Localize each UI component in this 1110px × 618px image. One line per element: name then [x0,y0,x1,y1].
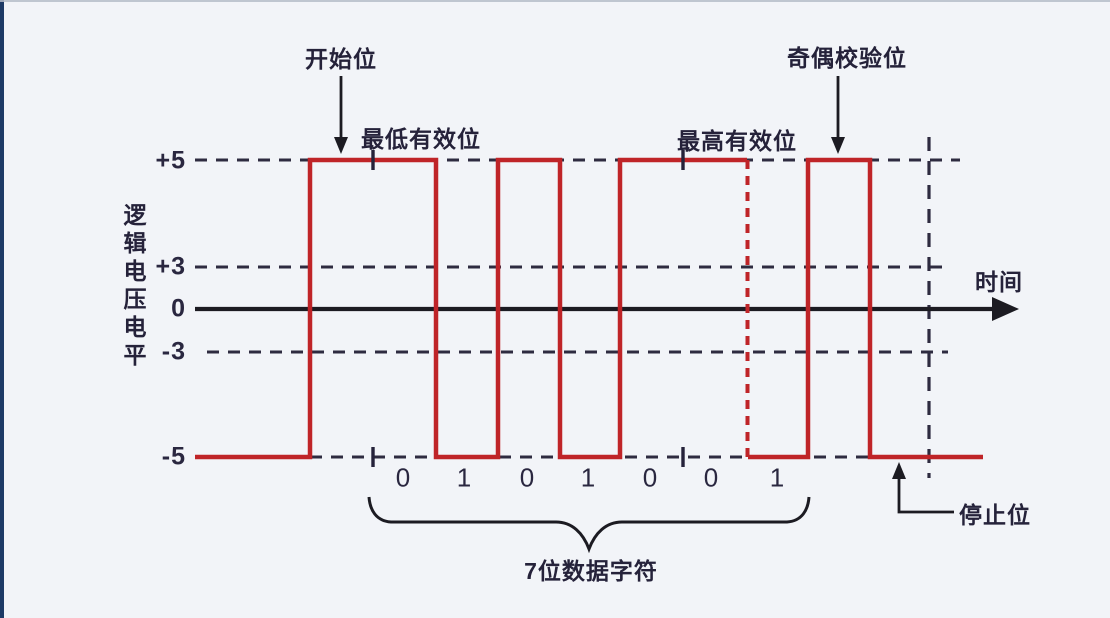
waveform-path-right [748,157,983,460]
stop-bit-arrowhead [892,462,906,479]
data-group-label: 7位数据字符 [524,558,658,584]
bit-value-5: 0 [642,462,658,493]
time-axis-arrowhead [992,297,1019,321]
ytick-zero: 0 [171,294,186,323]
bit-value-3: 0 [519,462,535,493]
y-axis-label: 逻辑电压电平 [120,203,146,371]
bit-value-6: 0 [703,462,719,493]
start-bit-arrowhead [334,137,348,154]
time-axis-label: 时间 [975,269,1023,295]
left-edge-strip [0,0,4,618]
parity-bit-label: 奇偶校验位 [787,45,907,71]
lsb-label: 最低有效位 [361,126,481,152]
top-edge-line [0,0,1110,2]
ytick-plus3: +3 [155,252,186,281]
start-bit-label: 开始位 [305,46,377,72]
bit-value-7: 1 [769,462,785,493]
parity-bit-arrowhead [831,137,845,154]
data-bits-brace [367,496,811,554]
stop-bit-label: 停止位 [959,502,1031,528]
ytick-minus3: -3 [161,337,186,366]
bit-value-1: 0 [395,462,411,493]
ytick-plus5: +5 [155,146,186,175]
msb-label: 最高有效位 [677,128,797,154]
bit-value-4: 1 [580,462,596,493]
bit-value-2: 1 [456,462,472,493]
ytick-minus5: -5 [161,442,186,471]
waveform-path [195,157,747,460]
stop-bit-leader [897,478,954,514]
